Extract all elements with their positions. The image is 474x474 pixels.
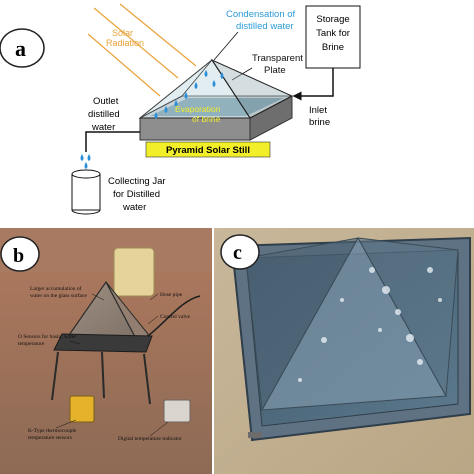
inlet-brine-label-1: Inlet (309, 105, 327, 116)
jar-label-3: water (122, 202, 146, 213)
outlet-label-3: water (91, 122, 115, 133)
outlet-drops (80, 154, 91, 169)
storage-tank-box (305, 5, 361, 69)
k-type-meter (69, 395, 95, 423)
annot-water-2: water on the glass surface (30, 292, 87, 299)
solar-radiation-label-2: Radiation (106, 38, 144, 48)
condensation-speckles (298, 267, 442, 382)
panel-a-letter-badge (0, 28, 45, 68)
still-label: Pyramid Solar Still (166, 145, 250, 156)
digital-indicator-device (163, 399, 191, 423)
annot-water-1: Larger accumulation of (30, 285, 82, 292)
transparent-plate-label-1: Transparent (252, 53, 303, 64)
annot-sensors-1: O Sensors for basin, water (18, 333, 76, 340)
condensation-pointer (213, 31, 239, 61)
water-droplets (154, 70, 224, 119)
condensation-label-1: Condensation of (226, 9, 296, 20)
annot-ktype-1: K-Type thermocouple (28, 428, 77, 434)
evaporation-label-2: of brine (192, 114, 221, 124)
panel-c: c (214, 228, 474, 474)
panel-b: Larger accumulation of water on the glas… (0, 228, 212, 474)
outlet-label-2: distilled (88, 109, 120, 120)
panel-a-letter: a (15, 36, 26, 61)
panel-b-letter: b (13, 245, 24, 267)
annot-digital: Digital temperature indicator (118, 436, 182, 442)
inlet-pipe-arrow (292, 68, 334, 101)
panel-a: a Solar Radiation Condensation of distil… (0, 3, 361, 215)
storage-tank-label-2: Tank for (316, 28, 350, 39)
annotation-pointers (55, 293, 169, 437)
brine-jerrycan (113, 247, 155, 297)
evaporation-label-1: Evaporation (175, 104, 221, 114)
pyramid-glass (138, 58, 294, 119)
annot-hose: Hose pipe (160, 292, 183, 298)
transparent-plate-label-2: Plate (264, 65, 286, 76)
stand-legs (51, 351, 151, 405)
outlet-pipe (85, 131, 140, 152)
collecting-jar (71, 169, 101, 215)
solar-rays (87, 3, 197, 97)
panel-c-letter: c (233, 242, 242, 264)
still-label-box (145, 141, 271, 158)
annot-sensors-2: temperature (18, 341, 45, 347)
annot-valve: Control valve (160, 314, 191, 320)
panel-c-letter-badge (220, 234, 260, 270)
inlet-brine-label-2: brine (309, 117, 330, 128)
outlet-label-1: Outlet (93, 96, 119, 107)
panel-b-letter-badge (0, 236, 40, 272)
hose-pipe (147, 295, 201, 337)
storage-tank-label-3: Brine (322, 42, 344, 53)
outlet-pipe-photo (248, 432, 262, 438)
jar-label-2: for Distilled (113, 189, 160, 200)
condensation-label-2: distilled water (236, 21, 294, 32)
solar-radiation-label-1: Solar (112, 28, 133, 38)
annot-ktype-2: temperature sensors (28, 435, 72, 441)
storage-tank-label-1: Storage (316, 14, 349, 25)
jar-label-1: Collecting Jar (108, 176, 166, 187)
